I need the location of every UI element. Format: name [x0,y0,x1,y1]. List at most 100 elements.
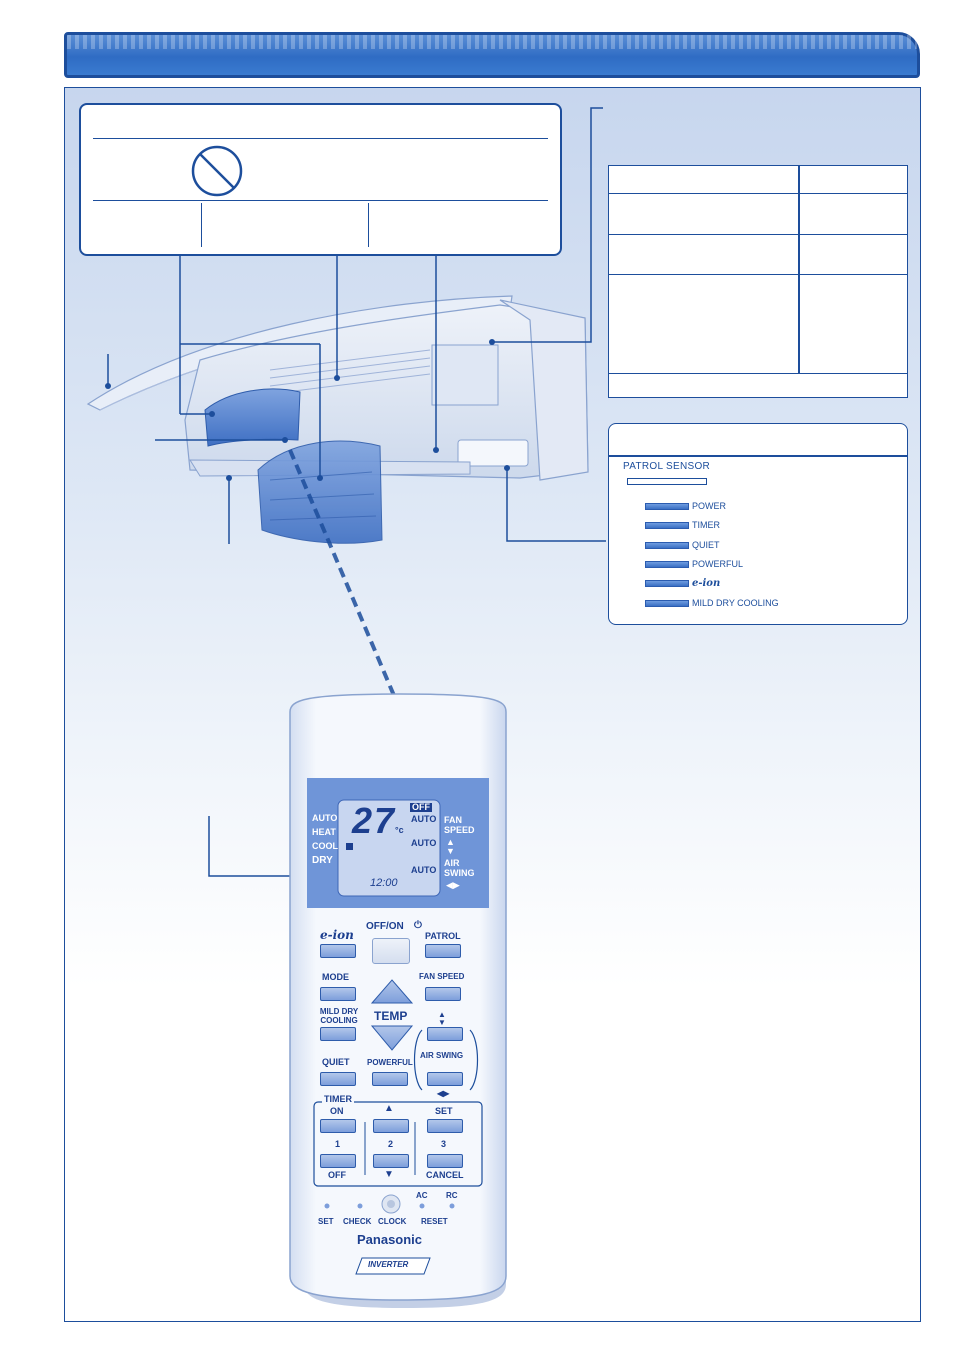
air-filter-left [204,388,301,447]
indicator-lamp [645,579,689,587]
table-row [609,234,907,235]
air-filter-right [257,440,383,544]
indicator-lamp [645,560,689,568]
off-on-button[interactable] [372,938,410,964]
indicator-lamp [645,521,689,529]
indicator-window [457,439,529,467]
indicator-lamp [645,502,689,510]
timer-down-button[interactable] [373,1154,409,1168]
timer-set-label: SET [435,1106,453,1116]
indicator-lamp [645,541,689,549]
table-row [609,193,907,194]
ir-signal-line [288,449,397,699]
indicator-label: POWERFUL [692,559,744,569]
timer-label: TIMER [322,1094,354,1104]
temp-up-button[interactable] [372,980,412,1003]
indicator-powerful: POWERFUL [645,558,743,570]
off-on-label: OFF/ON [366,921,404,932]
lcd-fan-auto: AUTO [411,814,437,824]
air-swing-up-down-icon: ▲▼ [438,1010,446,1027]
table-column-divider [798,166,800,374]
indicator-label: QUIET [692,540,720,550]
timer-up-button[interactable] [373,1119,409,1133]
mild-dry-cooling-label: MILD DRY COOLING [319,1007,359,1025]
mild-dry-cooling-button[interactable] [320,1027,356,1041]
air-swing-label: AIR SWING [444,858,475,878]
clock-label: CLOCK [378,1217,407,1226]
indicator-label: e-ion [692,577,721,589]
set-small-label: SET [318,1217,334,1226]
indicator-timer: TIMER [645,519,720,531]
timer-off-button[interactable] [320,1154,356,1168]
fan-speed-button[interactable] [425,987,461,1001]
timer-cancel-label: CANCEL [426,1170,464,1180]
indicator-power: POWER [645,500,726,512]
patrol-button[interactable] [425,944,461,958]
lcd-clock: 12:00 [370,877,398,889]
timer-off-label: OFF [328,1170,346,1180]
brand-logo: Panasonic [357,1232,423,1247]
temp-down-button[interactable] [372,1026,412,1050]
timer-2-label: 2 [388,1139,394,1149]
lcd-auto: AUTO [411,838,437,848]
rc-reset-label: RC [446,1191,458,1200]
patrol-sensor-bar [627,478,707,485]
ac-reset-label: AC [416,1191,428,1200]
mode-button[interactable] [320,987,356,1001]
header-bar [64,32,920,78]
air-swing-left-right-icon: ◀▶ [437,1089,450,1098]
prohibited-icon [191,145,243,197]
patrol-label: PATROL [425,931,461,941]
indicator-lamp [645,599,689,607]
table-row [609,373,907,374]
fan-speed-button-label: FAN SPEED [419,972,465,981]
lcd-mode-auto: AUTO [312,813,338,823]
lcd-mode-heat: HEAT [312,827,336,837]
table-row [609,274,907,275]
eion-label: e-ion [320,928,354,942]
timer-up-icon: ▲ [384,1103,394,1114]
info-table [608,165,908,398]
indicator-label: MILD DRY COOLING [692,598,779,608]
indicator-mild-dry-cooling: MILD DRY COOLING [645,597,779,609]
callout-column-divider [368,203,369,247]
quiet-label: QUIET [322,1057,350,1067]
callout-divider [93,200,548,201]
indicator-panel-divider [609,455,907,457]
mode-label: MODE [322,972,349,982]
reset-label: RESET [421,1217,448,1226]
air-swing-vertical-button[interactable] [427,1027,463,1041]
powerful-button[interactable] [372,1072,408,1086]
fan-speed-label: FAN SPEED [444,815,475,835]
lcd-temperature: 27 [352,800,397,841]
inverter-logo: INVERTER [368,1260,409,1269]
indicator-eion: e-ion [645,577,720,589]
check-label: CHECK [343,1217,372,1226]
indicator-label: TIMER [692,520,720,530]
timer-down-icon: ▼ [384,1169,394,1180]
indicator-panel: PATROL SENSOR POWER TIMER QUIET POWERFUL… [608,423,908,625]
lcd-mode-cool: COOL [312,841,338,851]
quiet-button[interactable] [320,1072,356,1086]
eion-button[interactable] [320,944,356,958]
air-swing-button-label: AIR SWING [420,1051,464,1060]
timer-on-button[interactable] [320,1119,356,1133]
powerful-label: POWERFUL [367,1058,413,1067]
lcd-indicator-mark [346,843,353,850]
air-swing-horizontal-button[interactable] [427,1072,463,1086]
timer-1-label: 1 [335,1139,341,1149]
temp-label: TEMP [374,1009,408,1023]
callout-column-divider [201,203,202,247]
timer-on-label: ON [330,1106,344,1116]
timer-set-button[interactable] [427,1119,463,1133]
timer-cancel-button[interactable] [427,1154,463,1168]
lcd-mode-dry: DRY [312,855,333,866]
lcd-swing-auto: AUTO [411,865,437,875]
timer-3-label: 3 [441,1139,447,1149]
indicator-label: POWER [692,501,727,511]
fan-speed-arrows-icon: ▲▼ [446,837,455,856]
air-swing-arrows-icon: ◀▶ [446,880,460,890]
patrol-sensor-label: PATROL SENSOR [623,461,711,472]
